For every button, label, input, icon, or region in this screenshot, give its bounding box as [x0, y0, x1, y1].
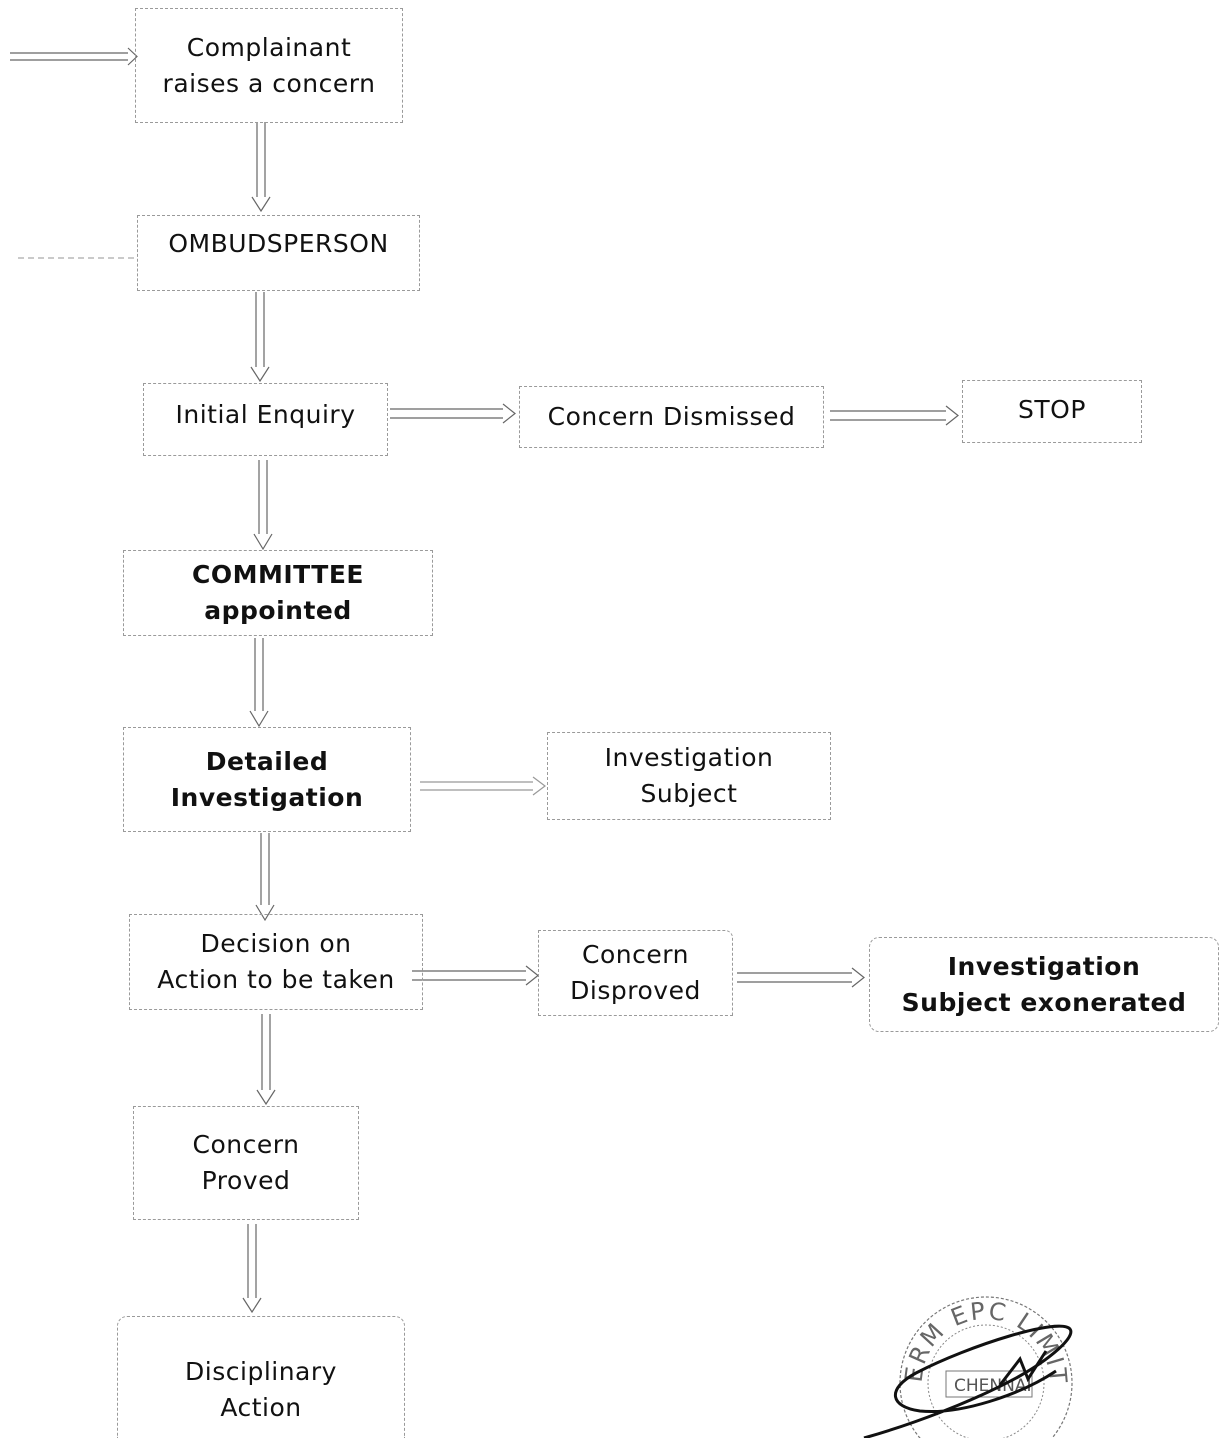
initial-enquiry-label: Initial Enquiry — [175, 399, 356, 429]
arrow-committee-to-detailed-investigation — [249, 638, 269, 728]
detailed-investigation-line1: Detailed — [205, 746, 329, 776]
investigation-subject-box: Investigation Subject — [547, 732, 831, 820]
concern-proved-line1: Concern — [192, 1130, 300, 1159]
arrow-detailed-to-decision — [255, 833, 275, 922]
decision-line2: Action to be taken — [157, 965, 395, 994]
committee-box: COMMITTEE appointed — [123, 550, 433, 636]
stop-label: STOP — [1018, 394, 1086, 424]
arrow-initial-enquiry-to-dismissed — [390, 403, 516, 424]
arrow-incoming-complainant — [10, 47, 138, 66]
decision-box: Decision on Action to be taken — [129, 914, 423, 1010]
ombudsperson-box: OMBUDSPERSON — [137, 215, 420, 291]
arrow-initial-enquiry-to-committee — [253, 460, 273, 551]
concern-disproved-line2: Disproved — [570, 976, 701, 1005]
complainant-line1: Complainant — [186, 32, 352, 62]
svg-text:ERM EPC LIMITED: ERM EPC LIMITED — [850, 1275, 1072, 1386]
complainant-box: Complainant raises a concern — [135, 8, 403, 123]
initial-enquiry-box: Initial Enquiry — [143, 383, 388, 456]
investigation-subject-line2: Subject — [640, 779, 738, 808]
disciplinary-action-box: Disciplinary Action — [117, 1316, 405, 1438]
arrow-decision-to-disproved — [412, 965, 539, 986]
detailed-investigation-box: Detailed Investigation — [123, 727, 411, 832]
arrow-decision-to-proved — [256, 1014, 276, 1106]
subject-exonerated-line1: Investigation — [947, 951, 1141, 981]
svg-text:CHENNAI: CHENNAI — [954, 1376, 1031, 1396]
committee-line2: appointed — [204, 596, 352, 625]
investigation-subject-line1: Investigation — [604, 743, 774, 772]
stop-box: STOP — [962, 380, 1142, 443]
complainant-line2: raises a concern — [162, 68, 376, 98]
concern-proved-box: Concern Proved — [133, 1106, 359, 1220]
arrow-detailed-to-subject — [420, 776, 546, 796]
concern-disproved-line1: Concern — [582, 940, 689, 969]
decision-line1: Decision on — [200, 929, 352, 958]
disciplinary-action-line1: Disciplinary — [185, 1356, 337, 1386]
concern-dismissed-label: Concern Dismissed — [547, 402, 796, 431]
arrow-ombudsperson-to-initial-enquiry — [250, 292, 270, 383]
arrow-proved-to-disciplinary — [242, 1224, 262, 1314]
subject-exonerated-line2: Subject exonerated — [901, 987, 1187, 1017]
subject-exonerated-box: Investigation Subject exonerated — [869, 937, 1219, 1032]
committee-line1: COMMITTEE — [192, 560, 364, 589]
concern-dismissed-box: Concern Dismissed — [519, 386, 824, 448]
detailed-investigation-line2: Investigation — [170, 782, 364, 812]
concern-proved-line2: Proved — [201, 1166, 291, 1195]
disciplinary-action-line2: Action — [220, 1392, 302, 1422]
arrow-complainant-to-ombudsperson — [251, 122, 271, 213]
company-seal-stamp: ERM EPC LIMITED CHENNAI — [850, 1275, 1110, 1438]
ombudsperson-label: OMBUDSPERSON — [168, 229, 389, 258]
concern-disproved-box: Concern Disproved — [538, 930, 733, 1016]
arrow-disproved-to-exonerated — [737, 967, 865, 988]
arrow-dismissed-to-stop — [830, 405, 959, 426]
